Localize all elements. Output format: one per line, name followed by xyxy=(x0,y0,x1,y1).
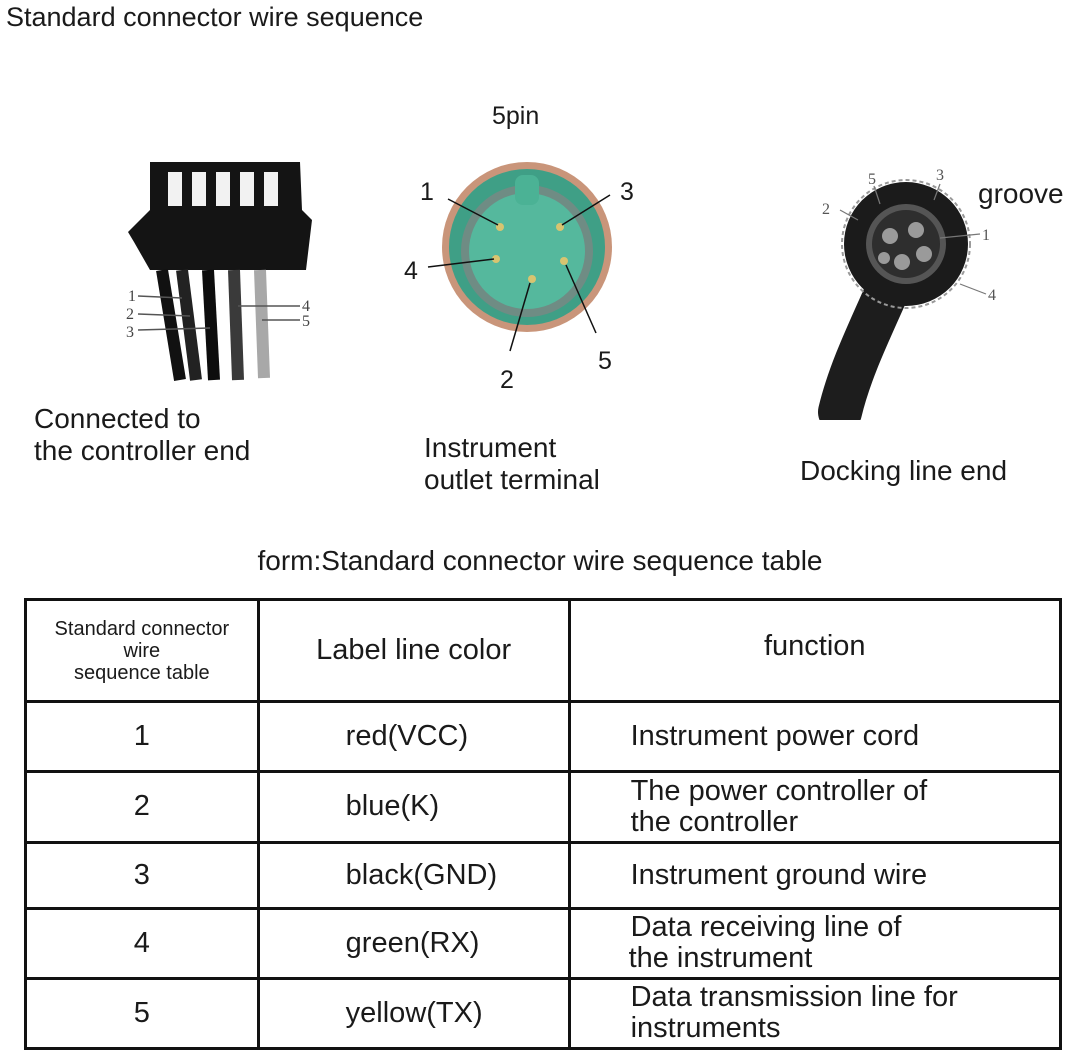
caption-line: Connected to xyxy=(34,403,201,434)
row-number: 5 xyxy=(24,976,260,1051)
row-color: yellow(TX) xyxy=(256,976,571,1051)
controller-pin-label: 5 xyxy=(302,313,310,330)
function-line: instruments xyxy=(630,1012,781,1045)
table-row: 1 red(VCC) Instrument power cord xyxy=(24,700,1063,774)
table-row: 2 blue(K) The power controller of the co… xyxy=(24,770,1063,844)
header-function: function xyxy=(567,597,1063,704)
page-title: Standard connector wire sequence xyxy=(6,2,424,32)
caption-line: Instrument xyxy=(424,432,557,463)
controller-pin-label: 2 xyxy=(126,306,134,323)
outlet-pin-label: 4 xyxy=(404,257,418,285)
docking-pin-label: 3 xyxy=(936,167,944,184)
docking-pin-label: 4 xyxy=(988,287,996,304)
function-line: Instrument ground wire xyxy=(630,858,928,891)
function-line: Data transmission line for xyxy=(630,981,958,1014)
row-function: Instrument power cord xyxy=(567,700,1063,774)
instrument-outlet-figure: 1 2 3 4 5 xyxy=(404,162,634,394)
row-color: blue(K) xyxy=(256,770,571,844)
row-function: Instrument ground wire xyxy=(567,840,1063,910)
function-line: Data receiving line of xyxy=(630,911,902,944)
groove-label: groove xyxy=(978,178,1064,209)
function-line: The power controller of xyxy=(630,774,928,807)
table-caption: form:Standard connector wire sequence ta… xyxy=(257,545,823,576)
controller-end-connector-figure: 1 2 3 4 5 xyxy=(126,162,312,381)
controller-end-caption: Connected to the controller end xyxy=(34,403,250,467)
row-number: 3 xyxy=(24,840,260,910)
table-header-row: Standard connector wire sequence table L… xyxy=(24,597,1063,704)
row-color: green(RX) xyxy=(256,906,571,980)
row-function: Data transmission line for instruments xyxy=(567,976,1063,1051)
docking-pin-label: 5 xyxy=(868,171,876,188)
caption-line: the controller end xyxy=(34,435,251,466)
outlet-pin-label: 2 xyxy=(500,366,514,394)
controller-pin-label: 3 xyxy=(126,324,134,341)
controller-pin-label: 1 xyxy=(128,288,136,305)
row-color: red(VCC) xyxy=(256,700,571,774)
instrument-outlet-caption: Instrument outlet terminal xyxy=(424,432,600,496)
row-function: The power controller of the controller xyxy=(567,770,1063,844)
caption-line: outlet terminal xyxy=(424,464,600,495)
outlet-pin-label: 1 xyxy=(420,178,434,206)
wire-sequence-table: Standard connector wire sequence table L… xyxy=(24,597,1063,1051)
controller-pin-label: 4 xyxy=(302,298,310,315)
outlet-pin-label: 3 xyxy=(620,178,634,206)
table-row: 4 green(RX) Data receiving line of the i… xyxy=(24,906,1063,980)
row-number: 1 xyxy=(24,700,260,774)
header-sequence: Standard connector wire sequence table xyxy=(24,597,260,704)
docking-line-end-figure: 1 2 3 4 5 xyxy=(818,167,996,420)
header-line: sequence table xyxy=(74,661,210,684)
table-row: 5 yellow(TX) Data transmission line for … xyxy=(24,976,1063,1051)
function-line: Instrument power cord xyxy=(630,720,920,753)
docking-pin-label: 2 xyxy=(822,201,830,218)
docking-pin-label: 1 xyxy=(982,227,990,244)
header-line: Standard connector xyxy=(54,617,230,640)
row-number: 2 xyxy=(24,770,260,844)
row-function: Data receiving line of the instrument xyxy=(567,906,1063,980)
outlet-pin-label: 5 xyxy=(598,347,612,375)
header-line: wire xyxy=(123,639,161,662)
table-row: 3 black(GND) Instrument ground wire xyxy=(24,840,1063,910)
row-number: 4 xyxy=(24,906,260,980)
pin-count-label: 5pin xyxy=(492,102,540,130)
function-line: the controller xyxy=(630,805,799,838)
row-color: black(GND) xyxy=(256,840,571,910)
function-line: the instrument xyxy=(628,942,813,975)
docking-line-caption: Docking line end xyxy=(800,455,1008,486)
header-color: Label line color xyxy=(256,597,571,704)
